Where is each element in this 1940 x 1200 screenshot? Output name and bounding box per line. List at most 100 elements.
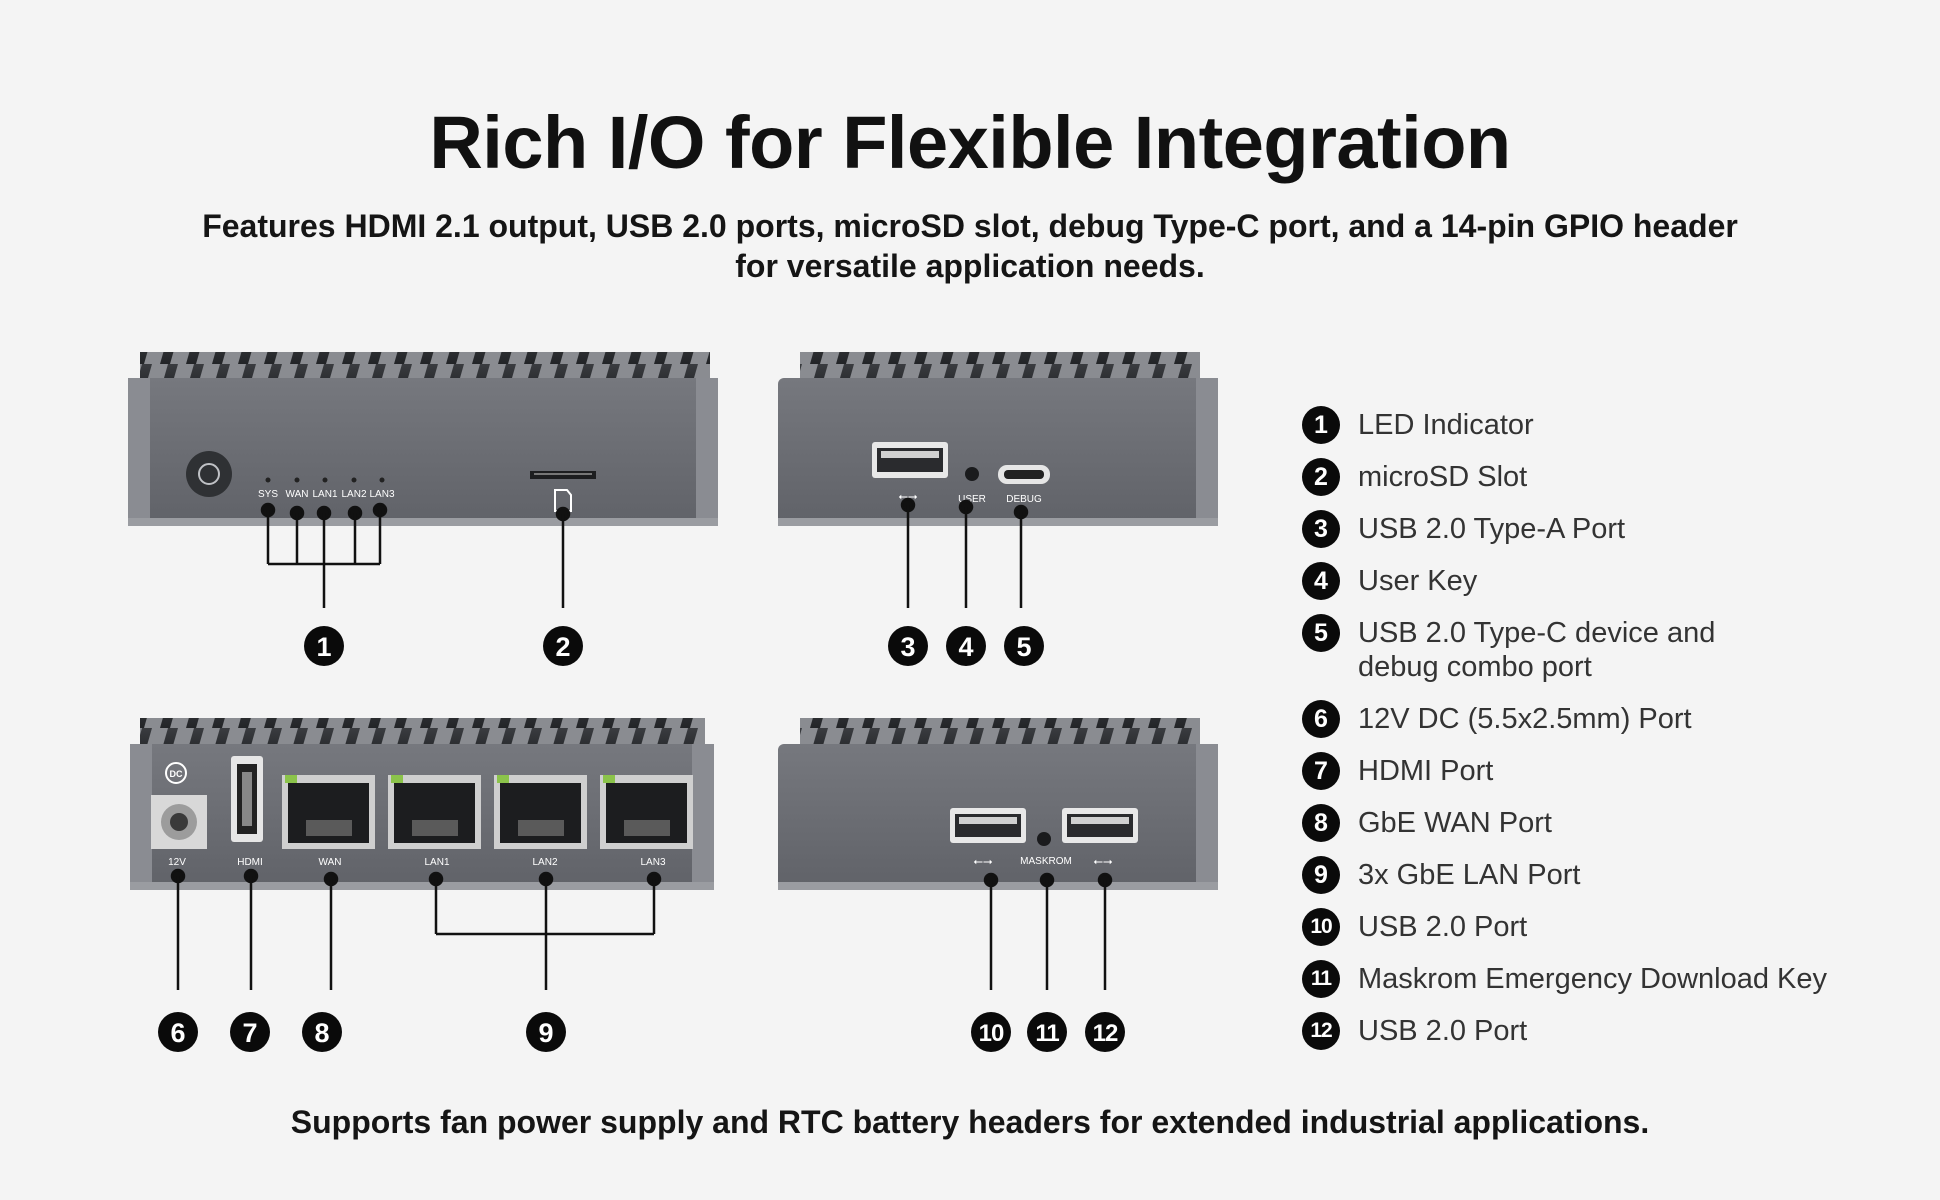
side-a-panel: ⭠⭢ USER DEBUG xyxy=(778,352,1218,526)
legend-text: GbE WAN Port xyxy=(1358,807,1552,839)
power-button xyxy=(186,451,232,497)
legend-item: 4 User Key xyxy=(1302,562,1922,600)
callout-6: 6 xyxy=(158,1012,198,1052)
rear-label-hdmi: HDMI xyxy=(237,857,263,868)
svg-text:10: 10 xyxy=(979,1020,1004,1047)
microsd-icon xyxy=(554,489,572,512)
callout-3: 3 xyxy=(888,626,928,666)
legend-number: 6 xyxy=(1302,700,1340,738)
legend-text: User Key xyxy=(1358,565,1478,597)
legend-number: 2 xyxy=(1302,458,1340,496)
side-a-fins xyxy=(800,352,1200,382)
rear-label-lan3: LAN3 xyxy=(640,857,665,868)
legend-item: 3 USB 2.0 Type-A Port xyxy=(1302,510,1922,548)
rear-label-wan: WAN xyxy=(319,857,342,868)
rear-panel: DC xyxy=(130,718,714,890)
lan3-port xyxy=(600,775,693,849)
legend-item: 11 Maskrom Emergency Download Key xyxy=(1302,960,1922,998)
svg-text:9: 9 xyxy=(538,1018,553,1048)
legend-number: 11 xyxy=(1302,960,1340,998)
callout-2: 2 xyxy=(543,626,583,666)
svg-text:2: 2 xyxy=(555,632,570,662)
callout-lines-front xyxy=(260,502,571,608)
lan1-port xyxy=(388,775,481,849)
side-b-fins xyxy=(800,718,1200,748)
callout-lines-side-a xyxy=(900,497,1029,608)
legend-number: 3 xyxy=(1302,510,1340,548)
rj45-ports xyxy=(282,775,693,849)
legend-text: USB 2.0 Type-C device and debug combo po… xyxy=(1358,617,1716,683)
led-label-wan: WAN xyxy=(286,489,309,500)
front-panel-fins xyxy=(140,352,710,382)
rear-label-lan1: LAN1 xyxy=(424,857,449,868)
maskrom-key xyxy=(1037,832,1051,846)
legend-number: 8 xyxy=(1302,804,1340,842)
svg-text:7: 7 xyxy=(242,1018,257,1048)
callout-4: 4 xyxy=(946,626,986,666)
debug-label: DEBUG xyxy=(1006,494,1042,505)
legend-text: 12V DC (5.5x2.5mm) Port xyxy=(1358,703,1692,735)
side-b-panel: ⭠⭢ MASKROM ⭠⭢ xyxy=(778,718,1218,890)
page-title: Rich I/O for Flexible Integration xyxy=(429,101,1511,184)
legend-number: 9 xyxy=(1302,856,1340,894)
callout-8: 8 xyxy=(302,1012,342,1052)
callout-lines-rear xyxy=(170,868,662,990)
rear-label-12v: 12V xyxy=(168,857,186,868)
led-label-lan2: LAN2 xyxy=(341,489,366,500)
usb-icon-right: ⭠⭢ xyxy=(1093,854,1113,868)
legend-item: 6 12V DC (5.5x2.5mm) Port xyxy=(1302,700,1922,738)
legend-item: 9 3x GbE LAN Port xyxy=(1302,856,1922,894)
legend-text: Maskrom Emergency Download Key xyxy=(1358,963,1828,995)
led-label-lan1: LAN1 xyxy=(312,489,337,500)
user-key-label: USER xyxy=(958,494,986,505)
callout-9: 9 xyxy=(526,1012,566,1052)
legend-number: 7 xyxy=(1302,752,1340,790)
callout-5: 5 xyxy=(1004,626,1044,666)
legend-text: USB 2.0 Port xyxy=(1358,911,1528,943)
user-key xyxy=(965,467,979,481)
wan-port xyxy=(282,775,375,849)
callout-10: 10 xyxy=(971,1012,1011,1052)
legend-text: USB 2.0 Port xyxy=(1358,1015,1528,1047)
callout-lines-side-b xyxy=(983,872,1113,990)
svg-text:6: 6 xyxy=(170,1018,185,1048)
page-footer: Supports fan power supply and RTC batter… xyxy=(290,1104,1650,1140)
svg-text:4: 4 xyxy=(958,632,973,662)
callout-12: 12 xyxy=(1085,1012,1125,1052)
legend-text: microSD Slot xyxy=(1358,461,1528,493)
legend-number: 4 xyxy=(1302,562,1340,600)
rear-label-lan2: LAN2 xyxy=(532,857,557,868)
svg-text:3: 3 xyxy=(900,632,915,662)
dc-label: DC xyxy=(170,769,183,779)
led-label-lan3: LAN3 xyxy=(369,489,394,500)
page-subtitle: Features HDMI 2.1 output, USB 2.0 ports,… xyxy=(202,208,1738,284)
legend-text: USB 2.0 Type-A Port xyxy=(1358,513,1626,545)
led-label-sys: SYS xyxy=(258,489,278,500)
front-panel-body xyxy=(128,378,718,526)
svg-text:11: 11 xyxy=(1035,1020,1059,1047)
led-group: SYS WAN LAN1 LAN2 LAN3 xyxy=(258,477,395,500)
callout-1: 1 xyxy=(304,626,344,666)
legend-item: 10 USB 2.0 Port xyxy=(1302,908,1922,946)
usb-icon-left: ⭠⭢ xyxy=(973,854,993,868)
callout-badges: 1 2 3 4 5 6 7 8 9 10 11 12 xyxy=(158,626,1125,1052)
legend-text: 3x GbE LAN Port xyxy=(1358,859,1581,891)
lan2-port xyxy=(494,775,587,849)
maskrom-label: MASKROM xyxy=(1020,856,1072,867)
svg-text:5: 5 xyxy=(1016,632,1031,662)
callout-11: 11 xyxy=(1027,1012,1067,1052)
svg-text:1: 1 xyxy=(316,632,331,662)
svg-text:12: 12 xyxy=(1093,1020,1118,1047)
legend-item: 2 microSD Slot xyxy=(1302,458,1922,496)
legend-number: 10 xyxy=(1302,908,1340,946)
callout-7: 7 xyxy=(230,1012,270,1052)
svg-text:8: 8 xyxy=(314,1018,329,1048)
legend-text: LED Indicator xyxy=(1358,409,1534,441)
rear-fins xyxy=(140,718,705,748)
